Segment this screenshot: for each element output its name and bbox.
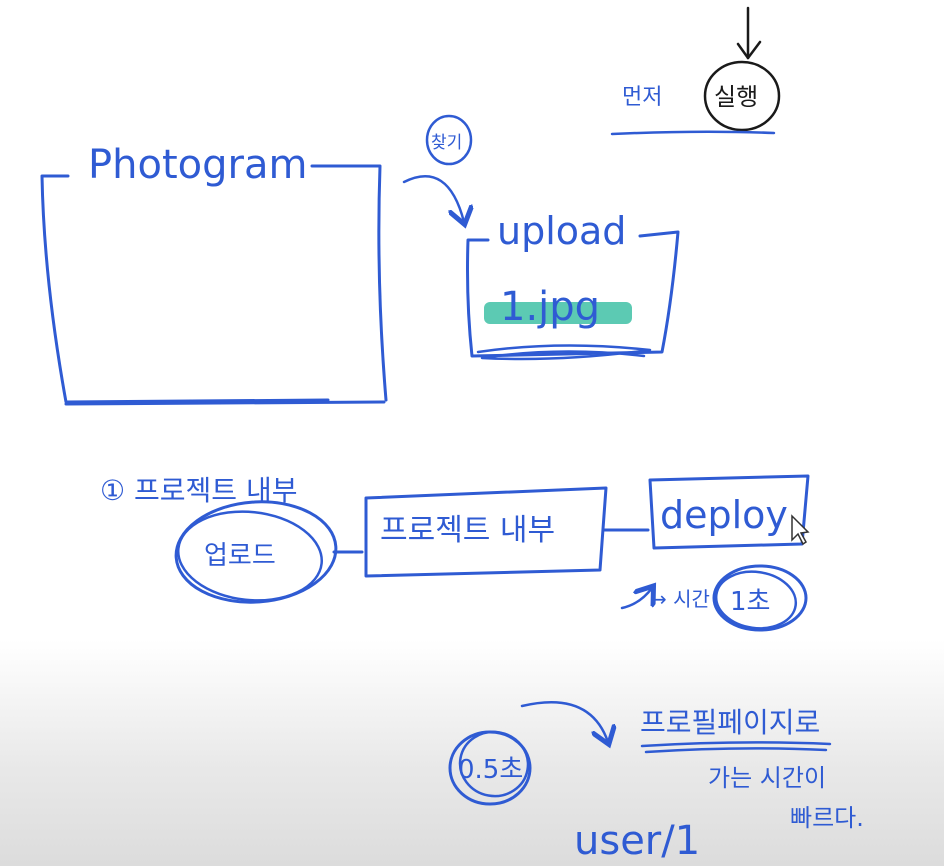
time-circle-1 [712,564,808,632]
photogram-title: Photogram [88,142,307,188]
photogram-box-bottom [64,400,386,406]
find-circle [425,114,473,166]
file-highlight [484,302,632,324]
route-label: user/1 [574,818,700,864]
upload-box [466,230,680,358]
deploy-box [648,474,810,550]
time-arrow [620,588,652,610]
profile-line-3: 빠르다. [790,804,864,832]
upload-box-scribble [476,344,652,361]
time-circle-2 [714,570,798,630]
first-label: 먼저 [622,85,662,110]
run-circle [703,60,781,132]
run-label: 실행 [714,83,758,111]
find-label: 찾기 [431,133,462,153]
upload-title: upload [497,209,626,253]
underline-first [610,130,776,136]
file-name: 1.jpg [500,284,600,330]
upload-scribble-circle-1 [174,500,338,604]
half-sec-arrow [520,701,608,742]
find-arrow [402,175,464,222]
project-box [364,486,608,578]
profile-underline [640,741,832,754]
photogram-box [40,164,388,404]
profile-line-2: 가는 시간이 [708,764,826,792]
mouse-pointer-icon [791,514,810,546]
arrow-down-icon [736,6,762,60]
profile-line-1: 프로필페이지로 [640,706,820,739]
half-sec-label: 0.5초 [458,755,523,785]
bottom-shadow [0,640,944,866]
project-inside-label: 프로젝트 내부 [380,513,555,548]
upload-scribble-circle-2 [176,510,324,602]
deploy-label: deploy [660,493,788,537]
time-prefix: → 시간 [650,587,710,611]
half-sec-circle-2 [458,730,530,798]
upload-small-label: 업로드 [204,541,276,571]
time-value: 1초 [730,587,770,617]
